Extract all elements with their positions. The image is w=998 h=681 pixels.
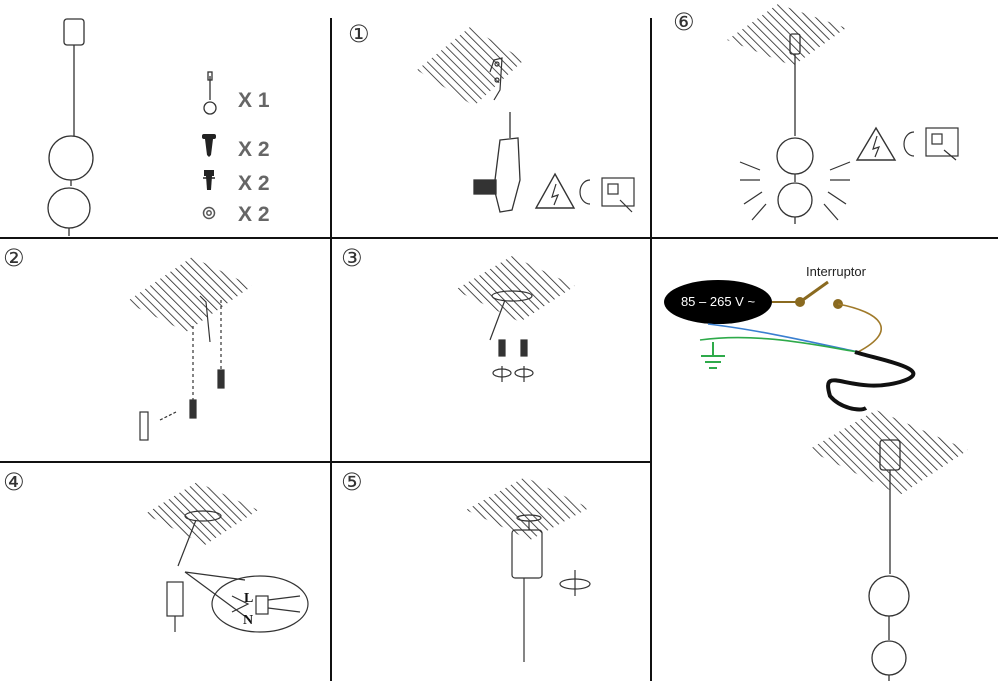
connect-wires-drawing bbox=[166, 510, 309, 633]
step-3-number: ③ bbox=[341, 244, 363, 272]
step-1-number: ① bbox=[348, 20, 370, 48]
washer-icon bbox=[202, 206, 216, 220]
warning-sign-icon bbox=[855, 126, 897, 161]
part-quantity: X 2 bbox=[238, 203, 270, 226]
wiring-panel: 85 – 265 V ~ Interruptor bbox=[664, 264, 968, 681]
installed-pendant-drawing bbox=[868, 439, 910, 681]
screw-icon bbox=[202, 134, 216, 157]
step-1-panel bbox=[417, 27, 635, 213]
ceiling-bracket-drawing bbox=[489, 57, 503, 101]
power-switch-icon bbox=[903, 127, 959, 161]
bracket-and-plugs-drawing bbox=[139, 295, 225, 441]
earth-symbol-icon bbox=[701, 342, 725, 369]
step-6-number: ⑥ bbox=[673, 8, 695, 36]
parts-list bbox=[202, 71, 217, 220]
hook-screw-icon bbox=[203, 71, 217, 115]
neutral-label: N bbox=[243, 613, 253, 628]
step-4-number: ④ bbox=[3, 468, 25, 496]
panel-grid bbox=[0, 18, 998, 681]
live-label: L bbox=[244, 591, 253, 606]
switch-icon bbox=[772, 280, 843, 309]
light-rays-icon bbox=[739, 161, 851, 221]
power-cable bbox=[826, 350, 916, 412]
power-switch-icon bbox=[579, 177, 635, 213]
step-3-panel bbox=[455, 256, 575, 382]
step-6-panel bbox=[727, 4, 959, 224]
lit-pendant-drawing bbox=[776, 33, 814, 224]
fix-canopy-drawing bbox=[511, 514, 591, 662]
live-wire bbox=[837, 303, 882, 353]
part-quantity: X 1 bbox=[238, 89, 270, 112]
part-quantity: X 2 bbox=[238, 172, 270, 195]
product-overview-panel bbox=[47, 18, 217, 236]
pendant-lamp-illustration bbox=[47, 18, 94, 236]
part-quantity: X 2 bbox=[238, 138, 270, 161]
wall-plug-icon bbox=[203, 170, 215, 190]
earth-wire bbox=[699, 336, 859, 353]
drill-icon bbox=[473, 112, 521, 213]
voltage-label: 85 – 265 V ~ bbox=[681, 294, 755, 309]
step-5-panel bbox=[466, 477, 591, 662]
switch-label: Interruptor bbox=[806, 264, 867, 279]
canopy-screws-drawing bbox=[489, 290, 534, 382]
step-2-panel bbox=[126, 257, 252, 441]
step-2-number: ② bbox=[3, 244, 25, 272]
step-5-number: ⑤ bbox=[341, 468, 363, 496]
voltage-source bbox=[664, 280, 772, 324]
step-4-panel: L N bbox=[145, 482, 309, 633]
warning-sign-icon bbox=[534, 172, 576, 209]
